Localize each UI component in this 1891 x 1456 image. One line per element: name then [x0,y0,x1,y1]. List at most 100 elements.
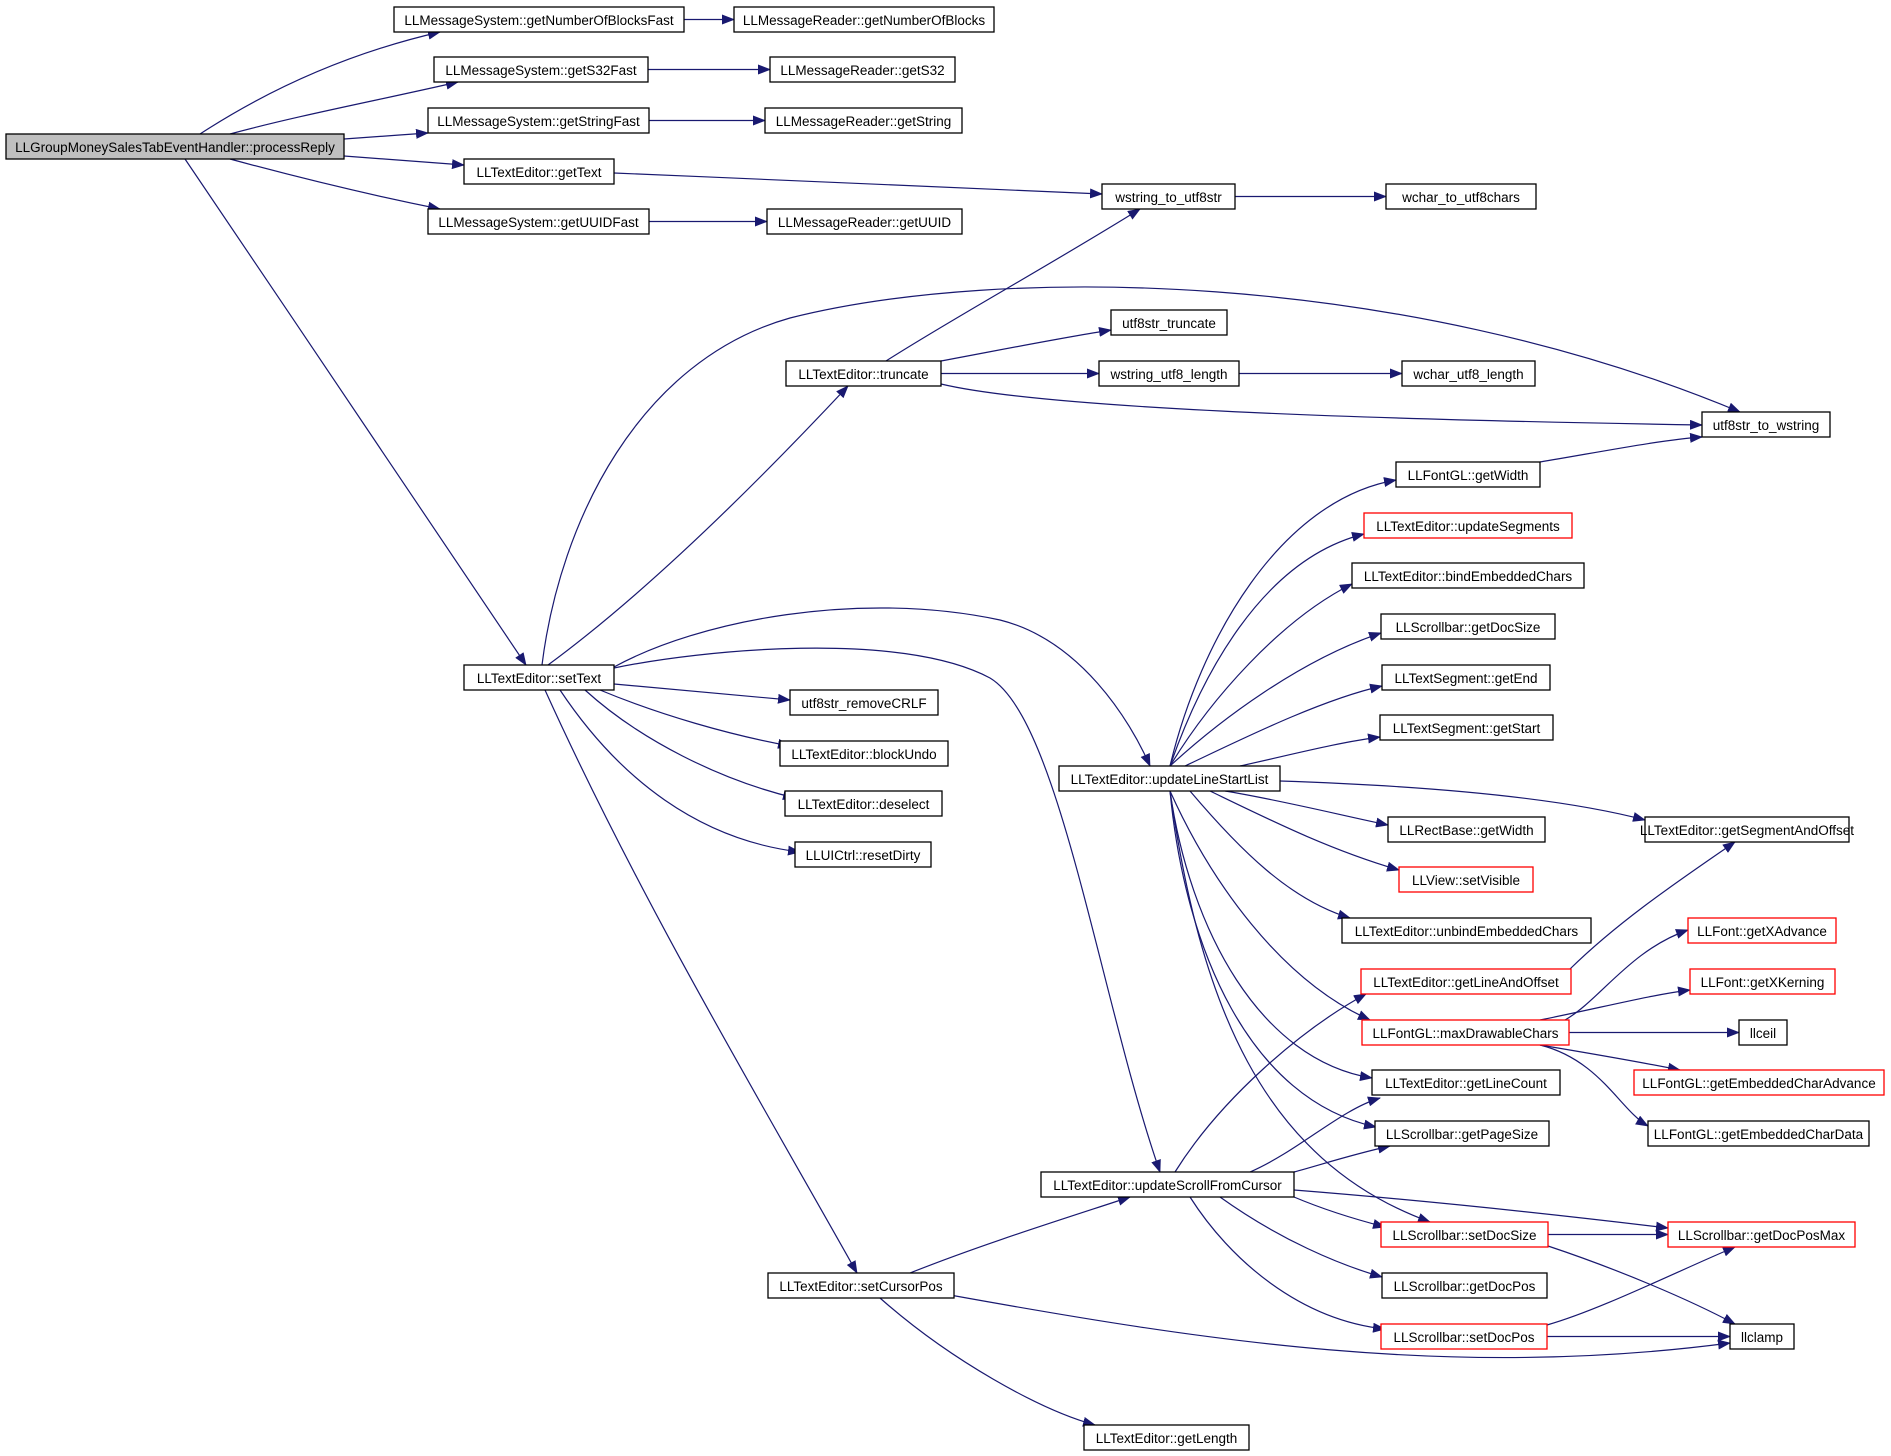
node-utf8str-to-wstring[interactable]: utf8str_to_wstring [1701,411,1831,438]
node-llmessagereader-getstring[interactable]: LLMessageReader::getString [764,107,963,134]
node-box[interactable] [1387,816,1546,843]
node-lltexteditor-getsegmentandoffset[interactable]: LLTextEditor::getSegmentAndOffset [1640,816,1854,843]
node-wchar-to-utf8chars[interactable]: wchar_to_utf8chars [1385,183,1537,210]
node-box[interactable] [1380,1323,1548,1350]
node-box[interactable] [1385,183,1537,210]
node-llmessagereader-getnumberofblocks[interactable]: LLMessageReader::getNumberOfBlocks [733,6,995,33]
node-lltexteditor-updatesegments[interactable]: LLTextEditor::updateSegments [1363,512,1573,539]
node-box[interactable] [1040,1171,1295,1198]
node-box[interactable] [463,158,615,185]
node-llclamp[interactable]: llclamp [1729,1323,1795,1350]
node-lltexteditor-updatescrollfromcursor[interactable]: LLTextEditor::updateScrollFromCursor [1040,1171,1295,1198]
node-box[interactable] [1395,461,1541,488]
node-box[interactable] [427,107,650,134]
node-llfontgl-getwidth[interactable]: LLFontGL::getWidth [1395,461,1541,488]
node-box[interactable] [784,790,943,817]
node-llgroupmoneysalestabeventhandler-processreply[interactable]: LLGroupMoneySalesTabEventHandler::proces… [5,133,345,160]
node-llfont-getxkerning[interactable]: LLFont::getXKerning [1689,968,1836,995]
node-box[interactable] [1380,613,1556,640]
node-box[interactable] [1379,714,1554,741]
node-box[interactable] [1689,968,1836,995]
node-llscrollbar-getdocsize[interactable]: LLScrollbar::getDocSize [1380,613,1556,640]
node-lltextsegment-getend[interactable]: LLTextSegment::getEnd [1381,664,1551,691]
node-lltextsegment-getstart[interactable]: LLTextSegment::getStart [1379,714,1554,741]
node-llscrollbar-setdocsize[interactable]: LLScrollbar::setDocSize [1380,1221,1549,1248]
node-lltexteditor-getlinecount[interactable]: LLTextEditor::getLineCount [1371,1069,1561,1096]
node-wchar-utf8-length[interactable]: wchar_utf8_length [1401,360,1536,387]
node-box[interactable] [1351,562,1585,589]
node-box[interactable] [1729,1323,1795,1350]
node-box[interactable] [1644,816,1850,843]
node-wstring-utf8-length[interactable]: wstring_utf8_length [1098,360,1240,387]
node-llmessagereader-gets32[interactable]: LLMessageReader::getS32 [769,56,956,83]
node-box[interactable] [1058,765,1281,792]
node-box[interactable] [1633,1069,1885,1096]
node-box[interactable] [1361,1019,1570,1046]
node-wstring-to-utf8str[interactable]: wstring_to_utf8str [1101,183,1236,210]
node-llmessagereader-getuuid[interactable]: LLMessageReader::getUUID [766,208,963,235]
node-box[interactable] [785,360,942,387]
node-box[interactable] [1381,1272,1548,1299]
node-lluictrl-resetdirty[interactable]: LLUICtrl::resetDirty [794,841,932,868]
node-lltexteditor-bindembeddedchars[interactable]: LLTextEditor::bindEmbeddedChars [1351,562,1585,589]
node-box[interactable] [1738,1019,1788,1046]
node-box[interactable] [766,208,963,235]
node-lltexteditor-setcursorpos[interactable]: LLTextEditor::setCursorPos [767,1272,955,1299]
node-lltexteditor-updatelinestartlist[interactable]: LLTextEditor::updateLineStartList [1058,765,1281,792]
node-llfont-getxadvance[interactable]: LLFont::getXAdvance [1687,917,1837,944]
node-llview-setvisible[interactable]: LLView::setVisible [1398,866,1534,893]
node-box[interactable] [1398,866,1534,893]
node-box[interactable] [1083,1424,1250,1451]
node-box[interactable] [1110,309,1228,336]
node-lltexteditor-getlineandoffset[interactable]: LLTextEditor::getLineAndOffset [1360,968,1572,995]
node-box[interactable] [1360,968,1572,995]
node-lltexteditor-deselect[interactable]: LLTextEditor::deselect [784,790,943,817]
node-llscrollbar-getpagesize[interactable]: LLScrollbar::getPageSize [1374,1120,1550,1147]
node-llscrollbar-setdocpos[interactable]: LLScrollbar::setDocPos [1380,1323,1548,1350]
node-box[interactable] [1098,360,1240,387]
node-box[interactable] [1380,1221,1549,1248]
node-llscrollbar-getdocposmax[interactable]: LLScrollbar::getDocPosMax [1667,1221,1856,1248]
node-llscrollbar-getdocpos[interactable]: LLScrollbar::getDocPos [1381,1272,1548,1299]
node-lltexteditor-truncate[interactable]: LLTextEditor::truncate [785,360,942,387]
node-llceil[interactable]: llceil [1738,1019,1788,1046]
node-box[interactable] [1363,512,1573,539]
node-box[interactable] [794,841,932,868]
node-box[interactable] [1341,917,1592,944]
node-box[interactable] [5,133,345,160]
node-box[interactable] [733,6,995,33]
node-llmessagesystem-getuuidfast[interactable]: LLMessageSystem::getUUIDFast [427,208,650,235]
node-box[interactable] [764,107,963,134]
node-llmessagesystem-gets32fast[interactable]: LLMessageSystem::getS32Fast [433,56,649,83]
node-lltexteditor-blockundo[interactable]: LLTextEditor::blockUndo [779,740,949,767]
node-llfontgl-maxdrawablechars[interactable]: LLFontGL::maxDrawableChars [1361,1019,1570,1046]
node-box[interactable] [1381,664,1551,691]
node-box[interactable] [769,56,956,83]
node-utf8str-removecrlf[interactable]: utf8str_removeCRLF [789,689,939,716]
node-llfontgl-getembeddedchardata[interactable]: LLFontGL::getEmbeddedCharData [1647,1120,1870,1147]
node-llrectbase-getwidth[interactable]: LLRectBase::getWidth [1387,816,1546,843]
node-utf8str-truncate[interactable]: utf8str_truncate [1110,309,1228,336]
node-box[interactable] [1374,1120,1550,1147]
node-box[interactable] [1647,1120,1870,1147]
node-llmessagesystem-getnumberofblocksfast[interactable]: LLMessageSystem::getNumberOfBlocksFast [393,6,685,33]
node-box[interactable] [463,664,615,691]
node-llfontgl-getembeddedcharadvance[interactable]: LLFontGL::getEmbeddedCharAdvance [1633,1069,1885,1096]
node-llmessagesystem-getstringfast[interactable]: LLMessageSystem::getStringFast [427,107,650,134]
node-box[interactable] [1667,1221,1856,1248]
node-box[interactable] [393,6,685,33]
node-box[interactable] [433,56,649,83]
node-box[interactable] [779,740,949,767]
node-box[interactable] [1701,411,1831,438]
node-box[interactable] [789,689,939,716]
node-lltexteditor-unbindembeddedchars[interactable]: LLTextEditor::unbindEmbeddedChars [1341,917,1592,944]
node-lltexteditor-gettext[interactable]: LLTextEditor::getText [463,158,615,185]
node-box[interactable] [767,1272,955,1299]
node-box[interactable] [1401,360,1536,387]
node-lltexteditor-settext[interactable]: LLTextEditor::setText [463,664,615,691]
node-box[interactable] [1687,917,1837,944]
node-box[interactable] [1371,1069,1561,1096]
node-box[interactable] [1101,183,1236,210]
node-lltexteditor-getlength[interactable]: LLTextEditor::getLength [1083,1424,1250,1451]
node-box[interactable] [427,208,650,235]
